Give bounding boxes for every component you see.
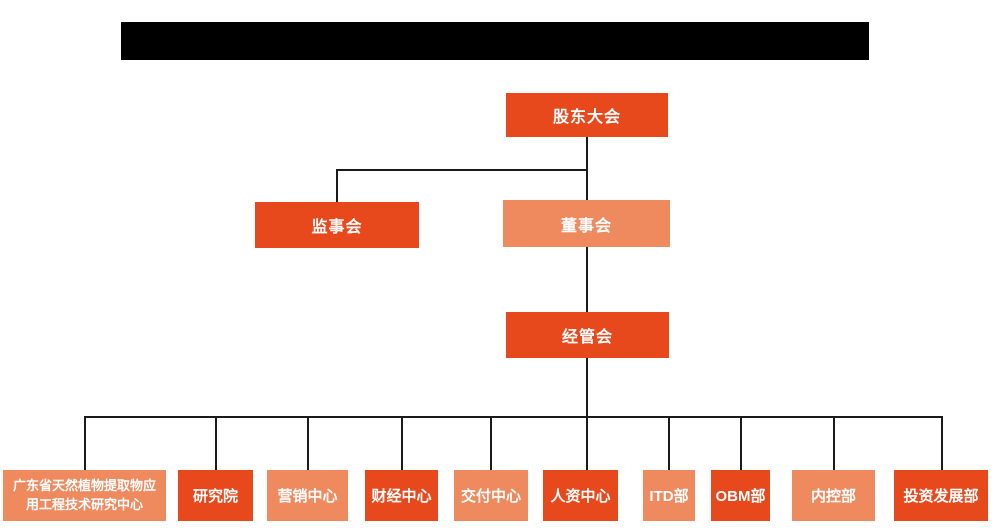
connector-drop-dept-6 — [668, 416, 670, 470]
connector-branch-supervisory-horizontal — [336, 169, 588, 171]
connector-drop-dept-2 — [307, 416, 309, 470]
org-node-management-committee: 经管会 — [506, 312, 669, 358]
org-node-investment-development-department: 投资发展部 — [894, 470, 988, 521]
connector-departments-bus — [84, 416, 942, 418]
org-node-finance-center: 财经中心 — [365, 470, 438, 521]
org-node-board-of-directors: 董事会 — [503, 200, 670, 247]
connector-drop-dept-1 — [215, 416, 217, 470]
connector-drop-dept-4 — [490, 416, 492, 470]
connector-board-to-management — [586, 247, 588, 312]
org-node-research-institute: 研究院 — [178, 470, 253, 521]
org-node-obm-department: OBM部 — [711, 470, 770, 521]
connector-root-to-board — [586, 137, 588, 200]
org-node-itd-department: ITD部 — [643, 470, 695, 521]
connector-drop-dept-0 — [84, 416, 86, 470]
connector-drop-dept-3 — [401, 416, 403, 470]
org-node-internal-control-department: 内控部 — [792, 470, 875, 521]
org-node-marketing-center: 营销中心 — [267, 470, 348, 521]
connector-drop-dept-7 — [740, 416, 742, 470]
connector-drop-dept-5 — [586, 416, 588, 470]
org-node-shareholders-meeting: 股东大会 — [506, 93, 668, 137]
connector-management-to-bus — [586, 358, 588, 416]
connector-drop-dept-9 — [941, 416, 943, 470]
org-node-delivery-center: 交付中心 — [454, 470, 528, 521]
org-node-hr-center: 人资中心 — [543, 470, 618, 521]
connector-branch-supervisory-vertical — [336, 169, 338, 202]
redacted-title-bar — [121, 22, 869, 60]
org-node-gd-natural-plant-extract-research-center: 广东省天然植物提取物应用工程技术研究中心 — [3, 470, 166, 521]
org-node-supervisory-board: 监事会 — [255, 202, 419, 248]
connector-drop-dept-8 — [833, 416, 835, 470]
